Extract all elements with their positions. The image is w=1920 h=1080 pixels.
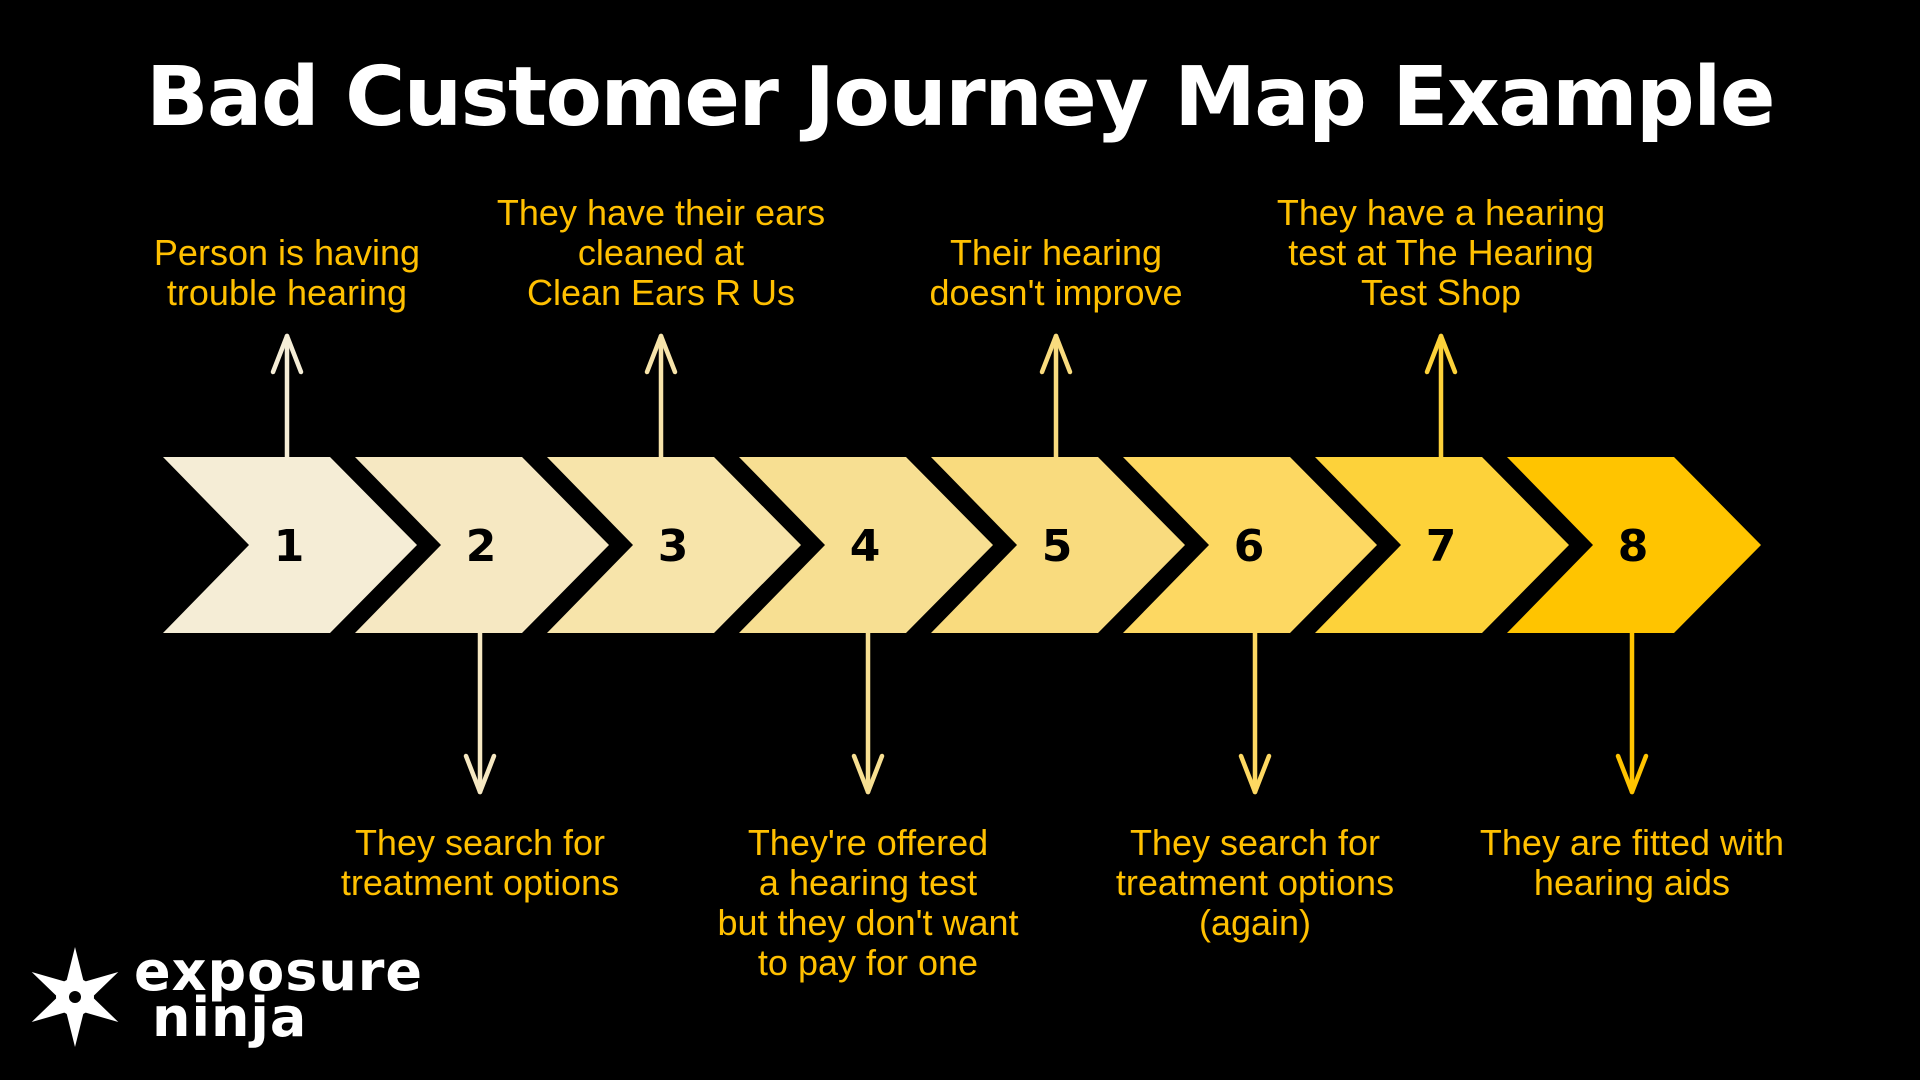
chevron-step-8: [1507, 457, 1761, 633]
step-label-4: They're offered a hearing test but they …: [717, 822, 1019, 983]
step-label-1: Person is having trouble hearing: [153, 232, 421, 313]
step-label-7: They have a hearing test at The Hearing …: [1276, 192, 1606, 313]
chevron-step-4: [739, 457, 993, 633]
arrow-down-icon-6: [1238, 630, 1272, 795]
arrow-up-icon-5: [1039, 333, 1073, 460]
chevron-step-6: [1123, 457, 1377, 633]
logo-text-exposure: exposure: [134, 940, 424, 1003]
step-number-7: 7: [1425, 521, 1457, 572]
arrow-up-icon-3: [644, 333, 678, 460]
step-number-3: 3: [657, 521, 689, 572]
chevron-track: [163, 457, 1761, 633]
step-label-5: Their hearing doesn't improve: [929, 232, 1183, 313]
arrow-down-icon-2: [463, 630, 497, 795]
chevron-step-2: [355, 457, 609, 633]
step-label-8: They are fitted with hearing aids: [1479, 822, 1785, 903]
chevron-step-7: [1315, 457, 1569, 633]
connector-arrows: [270, 333, 1649, 795]
arrow-down-icon-4: [851, 630, 885, 795]
chevron-step-1: [163, 457, 417, 633]
step-label-2: They search for treatment options: [340, 822, 620, 903]
step-number-2: 2: [465, 521, 497, 572]
chevron-step-5: [931, 457, 1185, 633]
step-label-3: They have their ears cleaned at Clean Ea…: [496, 192, 826, 313]
logo-text-ninja: ninja: [152, 986, 308, 1049]
step-label-6: They search for treatment options (again…: [1115, 822, 1395, 943]
arrow-up-icon-1: [270, 333, 304, 460]
page-title: Bad Customer Journey Map Example: [146, 50, 1775, 145]
arrow-up-icon-7: [1424, 333, 1458, 460]
chevron-step-3: [547, 457, 801, 633]
step-number-8: 8: [1617, 521, 1649, 572]
arrow-down-icon-8: [1615, 630, 1649, 795]
step-number-1: 1: [273, 521, 305, 572]
step-number-5: 5: [1041, 521, 1073, 572]
shuriken-icon: [31, 947, 119, 1047]
step-number-6: 6: [1233, 521, 1265, 572]
step-number-4: 4: [849, 521, 881, 572]
